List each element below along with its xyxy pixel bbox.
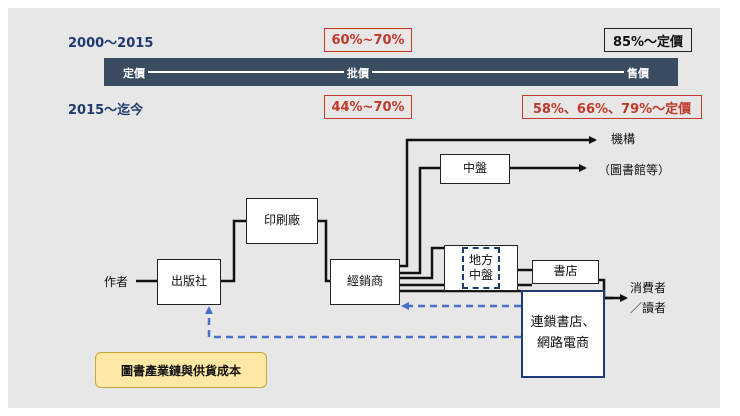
edge-distributor-localmid (398, 246, 444, 280)
edge-publisher-printer (219, 219, 246, 283)
node-consumers: 消費者 ／讀者 (630, 281, 667, 316)
bar-wholesale-label: 批價 (344, 65, 372, 81)
edge-distributor-mid (398, 166, 440, 275)
node-local-mid-distributor-frame: 地方 中盤 (444, 245, 518, 291)
edge-distributor-institutions (398, 136, 597, 268)
after-wholesale-ratio: 44%~70% (324, 95, 412, 119)
node-author: 作者 (104, 275, 129, 289)
node-bookstore: 書店 (532, 260, 599, 284)
node-publisher: 出版社 (157, 259, 221, 305)
node-institutions: 機構 (611, 132, 636, 146)
edge-chain-to-publisher-dashed (205, 306, 521, 339)
node-local-mid-distributor: 地方 中盤 (462, 247, 500, 289)
bar-retail-label: 售價 (624, 65, 652, 81)
node-mid-distributor: 中盤 (440, 154, 510, 184)
edge-printer-distributor (316, 219, 330, 283)
after-retail-ratio: 58%、66%、79%～定價 (522, 95, 702, 119)
node-libraries: （圖書館等） (598, 163, 671, 177)
slide: 2000～2015 2015～迄今 60%~70% 85%～定價 定價 批價 售… (8, 8, 720, 408)
bar-list-price-label: 定價 (120, 65, 148, 81)
diagram-caption: 圖書產業鏈與供貨成本 (95, 352, 267, 388)
before-retail-ratio: 85%～定價 (604, 28, 692, 52)
edge-bookstore-consumers (597, 278, 628, 302)
price-timeline-line (148, 71, 652, 73)
node-printer: 印刷廠 (246, 198, 318, 244)
price-timeline-bar: 定價 批價 售價 (104, 58, 678, 86)
period-before-label: 2000～2015 (68, 36, 154, 51)
before-wholesale-ratio: 60%~70% (324, 28, 412, 52)
node-chain-bookstore-online: 連鎖書店、 網路電商 (521, 290, 605, 378)
node-distributor: 經銷商 (330, 259, 400, 305)
period-after-label: 2015～迄今 (68, 103, 144, 118)
